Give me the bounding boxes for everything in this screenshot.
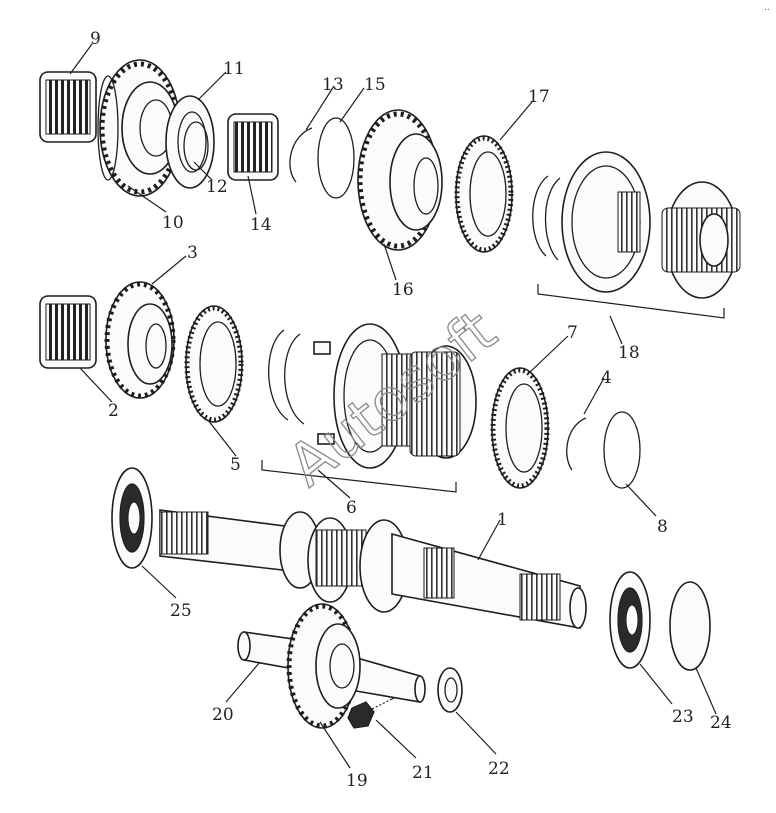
synchronizer-assembly-18 — [532, 151, 741, 299]
shaft-1 — [159, 509, 587, 629]
washer-22 — [437, 667, 463, 713]
callout-2: 2 — [108, 401, 119, 421]
callout-19: 19 — [346, 771, 368, 791]
callout-3: 3 — [187, 243, 198, 263]
needle-bearing-14 — [227, 113, 279, 181]
callout-17: 17 — [528, 87, 550, 107]
callout-21: 21 — [412, 763, 434, 783]
bracket-6 — [261, 460, 457, 493]
callout-15: 15 — [364, 75, 386, 95]
synchro-ring-17 — [454, 135, 514, 253]
callout-20: 20 — [212, 705, 234, 725]
gear-3 — [104, 281, 176, 399]
o-ring-15 — [317, 117, 355, 199]
callout-22: 22 — [488, 759, 510, 779]
callout-12: 12 — [206, 177, 228, 197]
callout-1: 1 — [497, 510, 508, 530]
gear-16 — [357, 109, 443, 251]
synchronizer-assembly-6 — [333, 323, 477, 469]
callout-23: 23 — [672, 707, 694, 727]
callout-18: 18 — [618, 343, 640, 363]
gear-19 — [286, 603, 361, 729]
shim-24 — [669, 581, 711, 671]
callout-8: 8 — [657, 517, 668, 537]
callout-9: 9 — [90, 29, 101, 49]
bolt-21 — [347, 697, 395, 729]
corner-mark: .. — [764, 3, 770, 13]
spring-rings — [268, 329, 335, 445]
snap-ring-13 — [289, 127, 313, 183]
callout-10: 10 — [162, 213, 184, 233]
callout-4: 4 — [601, 368, 612, 388]
callout-11: 11 — [223, 59, 245, 79]
bearing-23 — [609, 571, 651, 669]
callout-13: 13 — [322, 75, 344, 95]
leader-lines — [69, 43, 717, 769]
needle-bearing-2 — [39, 295, 97, 369]
synchro-ring-7 — [490, 367, 550, 489]
callout-14: 14 — [250, 215, 272, 235]
callout-25: 25 — [170, 601, 192, 621]
thrust-washer-11 — [165, 95, 215, 189]
callout-labels: 1 2 3 4 5 6 7 8 9 10 11 12 13 14 15 16 1… — [90, 29, 732, 791]
callout-6: 6 — [346, 498, 357, 518]
snap-ring-4 — [566, 417, 587, 471]
ring-12 — [183, 121, 209, 171]
bearing-25 — [111, 467, 153, 569]
o-ring-8 — [603, 411, 641, 489]
bracket-18 — [537, 284, 725, 319]
callout-7: 7 — [567, 323, 578, 343]
synchro-ring-5 — [184, 305, 244, 423]
callout-16: 16 — [392, 280, 414, 300]
callout-24: 24 — [710, 713, 732, 733]
needle-bearing-9 — [39, 71, 97, 143]
callout-5: 5 — [230, 455, 241, 475]
shaft-20 — [237, 631, 426, 703]
